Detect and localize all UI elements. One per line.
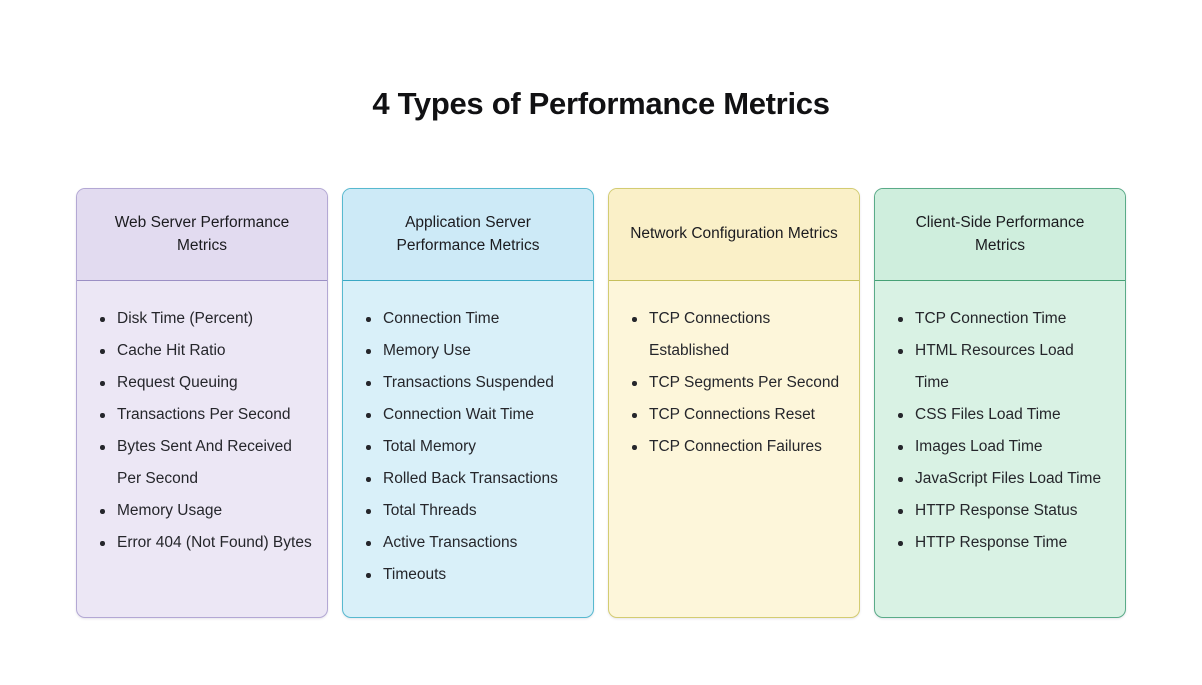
list-item: Error 404 (Not Found) Bytes: [91, 527, 313, 559]
list-item: Rolled Back Transactions: [357, 463, 579, 495]
list-item: Active Transactions: [357, 527, 579, 559]
card-body: Disk Time (Percent) Cache Hit Ratio Requ…: [77, 281, 327, 617]
list-item: Memory Usage: [91, 495, 313, 527]
metric-list: TCP Connection Time HTML Resources Load …: [889, 303, 1111, 559]
metric-list: Disk Time (Percent) Cache Hit Ratio Requ…: [91, 303, 313, 559]
card-body: TCP Connections Established TCP Segments…: [609, 281, 859, 617]
card-body: TCP Connection Time HTML Resources Load …: [875, 281, 1125, 617]
card-heading: Client-Side Performance Metrics: [915, 214, 1085, 254]
card-web-server-performance: Web Server Performance Metrics Disk Time…: [76, 188, 328, 618]
list-item: HTML Resources Load Time: [889, 335, 1111, 399]
list-item: TCP Connections Reset: [623, 399, 845, 431]
list-item: Transactions Suspended: [357, 367, 579, 399]
list-item: TCP Segments Per Second: [623, 367, 845, 399]
card-network-configuration: Network Configuration Metrics TCP Connec…: [608, 188, 860, 618]
card-heading: Web Server Performance Metrics: [114, 214, 290, 254]
list-item: Connection Wait Time: [357, 399, 579, 431]
card-header: Application Server Performance Metrics: [343, 189, 593, 281]
page-title: 4 Types of Performance Metrics: [372, 86, 830, 121]
list-item: Cache Hit Ratio: [91, 335, 313, 367]
list-item: TCP Connection Failures: [623, 431, 845, 463]
card-header: Network Configuration Metrics: [609, 189, 859, 281]
list-item: Memory Use: [357, 335, 579, 367]
metric-list: TCP Connections Established TCP Segments…: [623, 303, 845, 463]
list-item: Total Memory: [357, 431, 579, 463]
list-item: JavaScript Files Load Time: [889, 463, 1111, 495]
card-application-server-performance: Application Server Performance Metrics C…: [342, 188, 594, 618]
list-item: Transactions Per Second: [91, 399, 313, 431]
card-client-side-performance: Client-Side Performance Metrics TCP Conn…: [874, 188, 1126, 618]
card-body: Connection Time Memory Use Transactions …: [343, 281, 593, 617]
list-item: Bytes Sent And Received Per Second: [91, 431, 313, 495]
list-item: TCP Connection Time: [889, 303, 1111, 335]
card-heading: Network Configuration Metrics: [630, 225, 838, 243]
list-item: HTTP Response Time: [889, 527, 1111, 559]
list-item: TCP Connections Established: [623, 303, 845, 367]
metric-cards-container: Web Server Performance Metrics Disk Time…: [76, 188, 1126, 618]
list-item: Timeouts: [357, 559, 579, 591]
card-header: Client-Side Performance Metrics: [875, 189, 1125, 281]
list-item: Connection Time: [357, 303, 579, 335]
list-item: Images Load Time: [889, 431, 1111, 463]
list-item: Total Threads: [357, 495, 579, 527]
metric-list: Connection Time Memory Use Transactions …: [357, 303, 579, 591]
card-heading: Application Server Performance Metrics: [396, 214, 540, 254]
card-header: Web Server Performance Metrics: [77, 189, 327, 281]
list-item: CSS Files Load Time: [889, 399, 1111, 431]
list-item: HTTP Response Status: [889, 495, 1111, 527]
list-item: Disk Time (Percent): [91, 303, 313, 335]
list-item: Request Queuing: [91, 367, 313, 399]
